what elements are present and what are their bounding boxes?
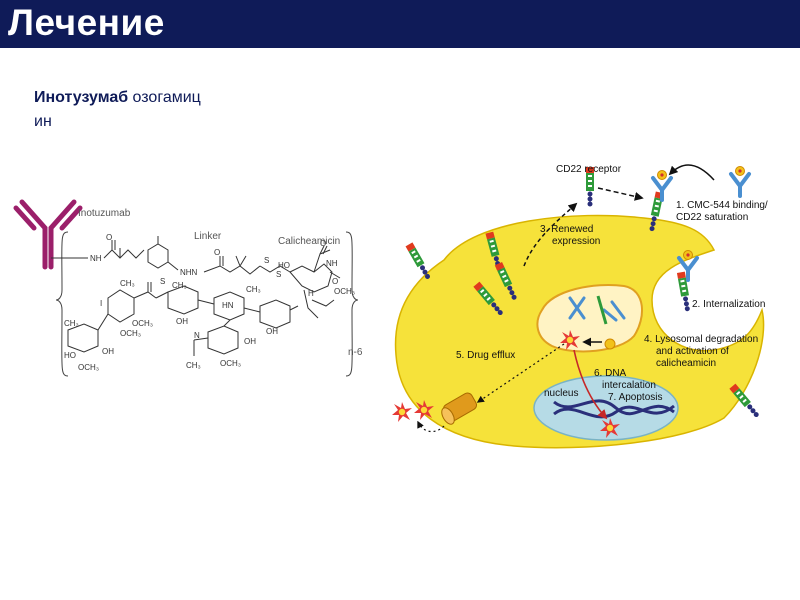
atom-oh-a: OH (176, 317, 188, 326)
repeat-label: n-6 (348, 347, 363, 358)
step6-line2: intercalation (602, 380, 656, 391)
atom-s2: S (276, 270, 281, 279)
atom-nhnh: NHN (180, 268, 198, 277)
step3-line2: expression (552, 236, 600, 247)
step1-line1: 1. CMC-544 binding/ (676, 200, 768, 211)
step3-line1: 3. Renewed (540, 224, 593, 235)
cd22-receptor-label: CD22 receptor (556, 164, 622, 175)
atom-s1: S (264, 256, 269, 265)
chemical-structure-figure: Inotuzumab Linker Calicheamicin n-6 NH N… (8, 180, 380, 390)
step4-line1: 4. Lysosomal degradation (644, 334, 758, 345)
atom-n: N (194, 331, 200, 340)
nucleus-label: nucleus (544, 388, 578, 399)
atom-ch3-d: CH₃ (64, 319, 79, 328)
atom-och3-e: OCH₃ (220, 359, 241, 368)
step4-line2: and activation of (656, 346, 729, 357)
atom-ch3-e: CH₃ (186, 361, 201, 370)
drug-name: Инотузумаб озогамиц ин (34, 86, 294, 134)
atom-ch3-c: CH₃ (246, 285, 261, 294)
atom-o1: O (106, 233, 112, 242)
released-payload-icon (605, 339, 615, 349)
atom-och3-a: OCH₃ (334, 287, 355, 296)
atom-ho-b: HO (64, 351, 76, 360)
atom-nh: NH (90, 254, 102, 263)
drug-name-wrap: ин (34, 113, 52, 130)
slide-title: Лечение (8, 2, 165, 44)
receptor-move-arrow (598, 188, 642, 198)
payload-label: Calicheamicin (278, 236, 340, 247)
atom-o4: O (332, 277, 338, 286)
atom-h: H (308, 289, 314, 298)
atom-oh-d: OH (244, 337, 256, 346)
cd22-receptor-left (406, 242, 433, 280)
atom-och3-d: OCH₃ (78, 363, 99, 372)
step7-label: 7. Apoptosis (608, 392, 662, 403)
step4-line3: calicheamicin (656, 358, 716, 369)
effluxed-drug-icon-1 (392, 402, 412, 422)
drug-name-rest: озогамиц (128, 89, 201, 106)
atom-och3-b: OCH₃ (132, 319, 153, 328)
step5-label: 5. Drug efflux (456, 350, 515, 361)
atom-s3: S (160, 277, 165, 286)
atom-ho: HO (278, 261, 290, 270)
header-bar: Лечение (0, 0, 800, 48)
linker-label: Linker (194, 231, 222, 242)
step6-line1: 6. DNA (594, 368, 627, 379)
antibody-free-icon (731, 167, 749, 197)
atom-o3: O (320, 239, 326, 248)
atom-nh2: NH (326, 259, 338, 268)
binding-arrow (670, 165, 714, 180)
atom-oh-b: OH (266, 327, 278, 336)
step2-label: 2. Internalization (692, 299, 765, 310)
atom-och3-c: OCH₃ (120, 329, 141, 338)
atom-i: I (100, 299, 102, 308)
antibody-label: Inotuzumab (78, 208, 131, 219)
atom-oh-c: OH (102, 347, 114, 356)
atom-ch3-a: CH₃ (120, 279, 135, 288)
step1-line2: CD22 saturation (676, 212, 748, 223)
mechanism-figure: CD22 receptor 1. CMC-544 binding/ CD22 s… (384, 150, 794, 450)
atom-ch3-b: CH₃ (172, 281, 187, 290)
drug-name-bold: Инотузумаб (34, 89, 128, 106)
atom-o2: O (214, 248, 220, 257)
antibody-icon (16, 202, 80, 267)
atom-hn: HN (222, 301, 234, 310)
linker-chain (51, 236, 290, 274)
